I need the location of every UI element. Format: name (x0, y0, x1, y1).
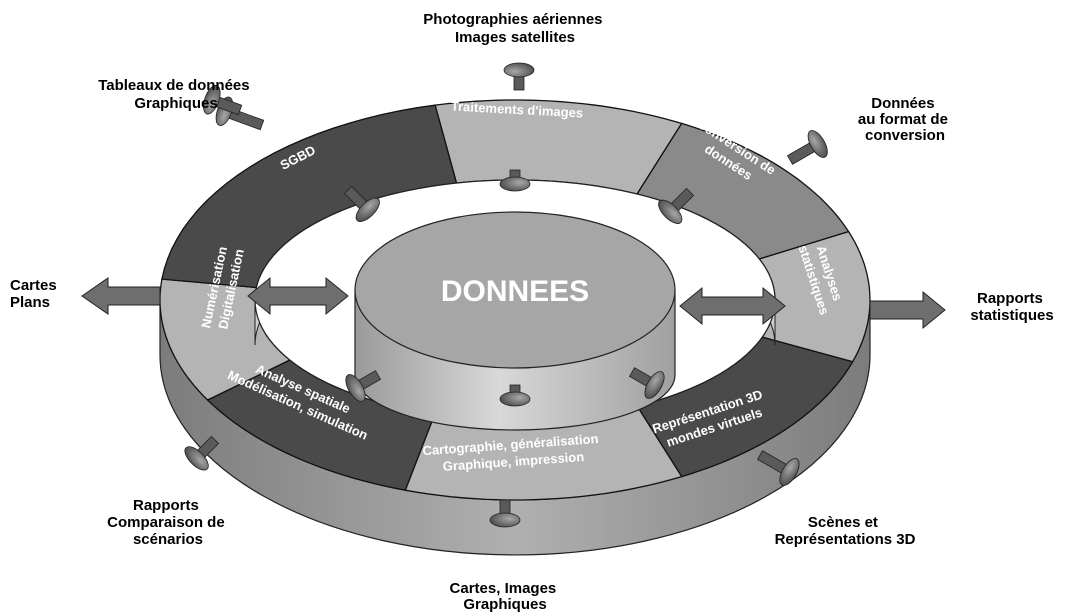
output-arrows (81, 276, 946, 330)
inner-connectors (184, 62, 828, 528)
label-top-left: Tableaux de données Graphiques (98, 77, 254, 112)
cylinder-connectors (345, 367, 665, 407)
output-arrow-left (81, 277, 161, 315)
label-bottom-right: Scènes et Représentations 3D (775, 514, 916, 548)
connector-top-inner (499, 169, 531, 192)
double-arrow-left (247, 276, 349, 316)
connector-right-inner (658, 187, 695, 224)
ring-top-surface (159, 99, 871, 501)
output-labels: Photographies aériennes Images satellite… (10, 11, 1054, 613)
center-label: DONNEES (441, 275, 589, 308)
label-bottom: Cartes, Images Graphiques (450, 580, 561, 613)
segment-label-traitements: Traitements d'images (451, 99, 584, 121)
connector-front-left (345, 370, 382, 402)
label-top: Photographies aériennes Images satellite… (423, 11, 606, 46)
output-arrow-right (869, 290, 946, 330)
connector-rim-top-left-2 (203, 85, 243, 116)
label-top-right: Données au format de conversion (858, 95, 952, 144)
label-bottom-left: Rapports Comparaison de scénarios (107, 497, 229, 548)
connector-rim-bottom-left (184, 435, 220, 471)
connector-front-center (499, 384, 531, 407)
connector-rim-bottom-right (756, 450, 800, 486)
connector-rim-top-right (786, 130, 828, 165)
connector-left-inner (343, 185, 380, 222)
connector-front-right (628, 367, 665, 399)
connector-rim-bottom (489, 499, 521, 528)
double-arrow-right (679, 286, 786, 326)
label-left: Cartes Plans (10, 277, 61, 311)
cylinder-top (354, 211, 676, 369)
data-cylinder: DONNEES (354, 211, 676, 431)
connector-rim-top (503, 62, 535, 91)
label-right: Rapports statistiques (970, 290, 1053, 324)
